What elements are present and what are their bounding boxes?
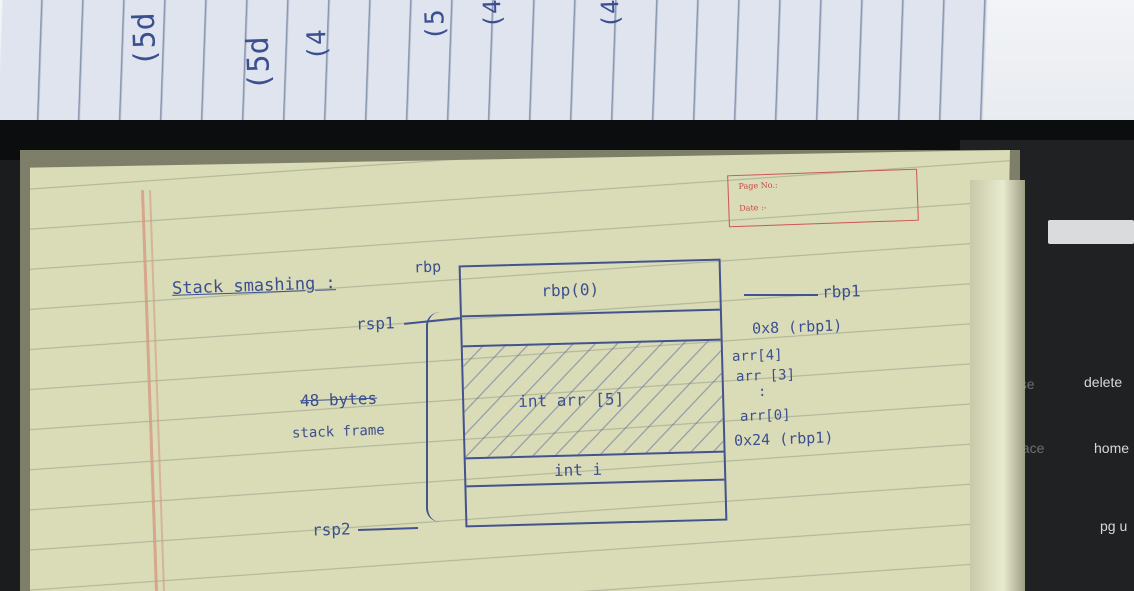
ellipsis-label: : xyxy=(757,383,767,401)
rsp2-label: rsp2 xyxy=(311,519,351,540)
delete-key: delete xyxy=(1084,374,1123,390)
page-no-label: Page No.: xyxy=(738,180,778,191)
page-up-key: pg u xyxy=(1100,518,1128,534)
row-divider-1 xyxy=(461,308,720,318)
arr3-label: arr [3] xyxy=(735,366,796,386)
monitor-handwriting-2: (5d xyxy=(240,35,278,92)
arr0-label: arr[0] xyxy=(739,407,791,425)
rsp1-label: rsp1 xyxy=(355,313,395,334)
rbp1-label: rbp1 xyxy=(821,281,861,302)
stack-frame-brace xyxy=(426,312,442,522)
home-key: home xyxy=(1094,440,1130,456)
stack-cell-rbp: rbp(0) xyxy=(541,279,600,301)
offset-0x8-label: 0x8 (rbp1) xyxy=(751,316,843,338)
monitor-handwriting-5: (4 xyxy=(477,0,507,29)
date-label: Date :- xyxy=(739,202,767,213)
notebook-spine xyxy=(970,180,1025,591)
monitor-handwriting-4: (5 xyxy=(420,8,452,42)
row-divider-4 xyxy=(466,478,725,488)
stack-cell-int-i: int i xyxy=(553,459,603,481)
monitor-handwriting-6: (4 xyxy=(595,0,625,29)
stack-diagram: rbp(0) int arr [5] int i xyxy=(458,258,728,528)
bytes-label: 48 bytes xyxy=(299,388,378,411)
arr4-label: arr[4] xyxy=(731,347,783,365)
stack-frame-label: stack frame xyxy=(291,422,385,442)
monitor-handwriting-3: (4 xyxy=(302,28,334,62)
monitor-handwriting-1: (5d xyxy=(126,11,164,68)
page-date-stamp: Page No.: Date :- xyxy=(727,168,919,228)
rbp1-arrow xyxy=(744,294,818,296)
keyboard-key-lit xyxy=(1048,220,1134,244)
stack-cell-array: int arr [5] xyxy=(517,389,625,411)
offset-0x24-label: 0x24 (rbp1) xyxy=(733,428,834,450)
rbp-top-label: rbp xyxy=(413,257,442,277)
